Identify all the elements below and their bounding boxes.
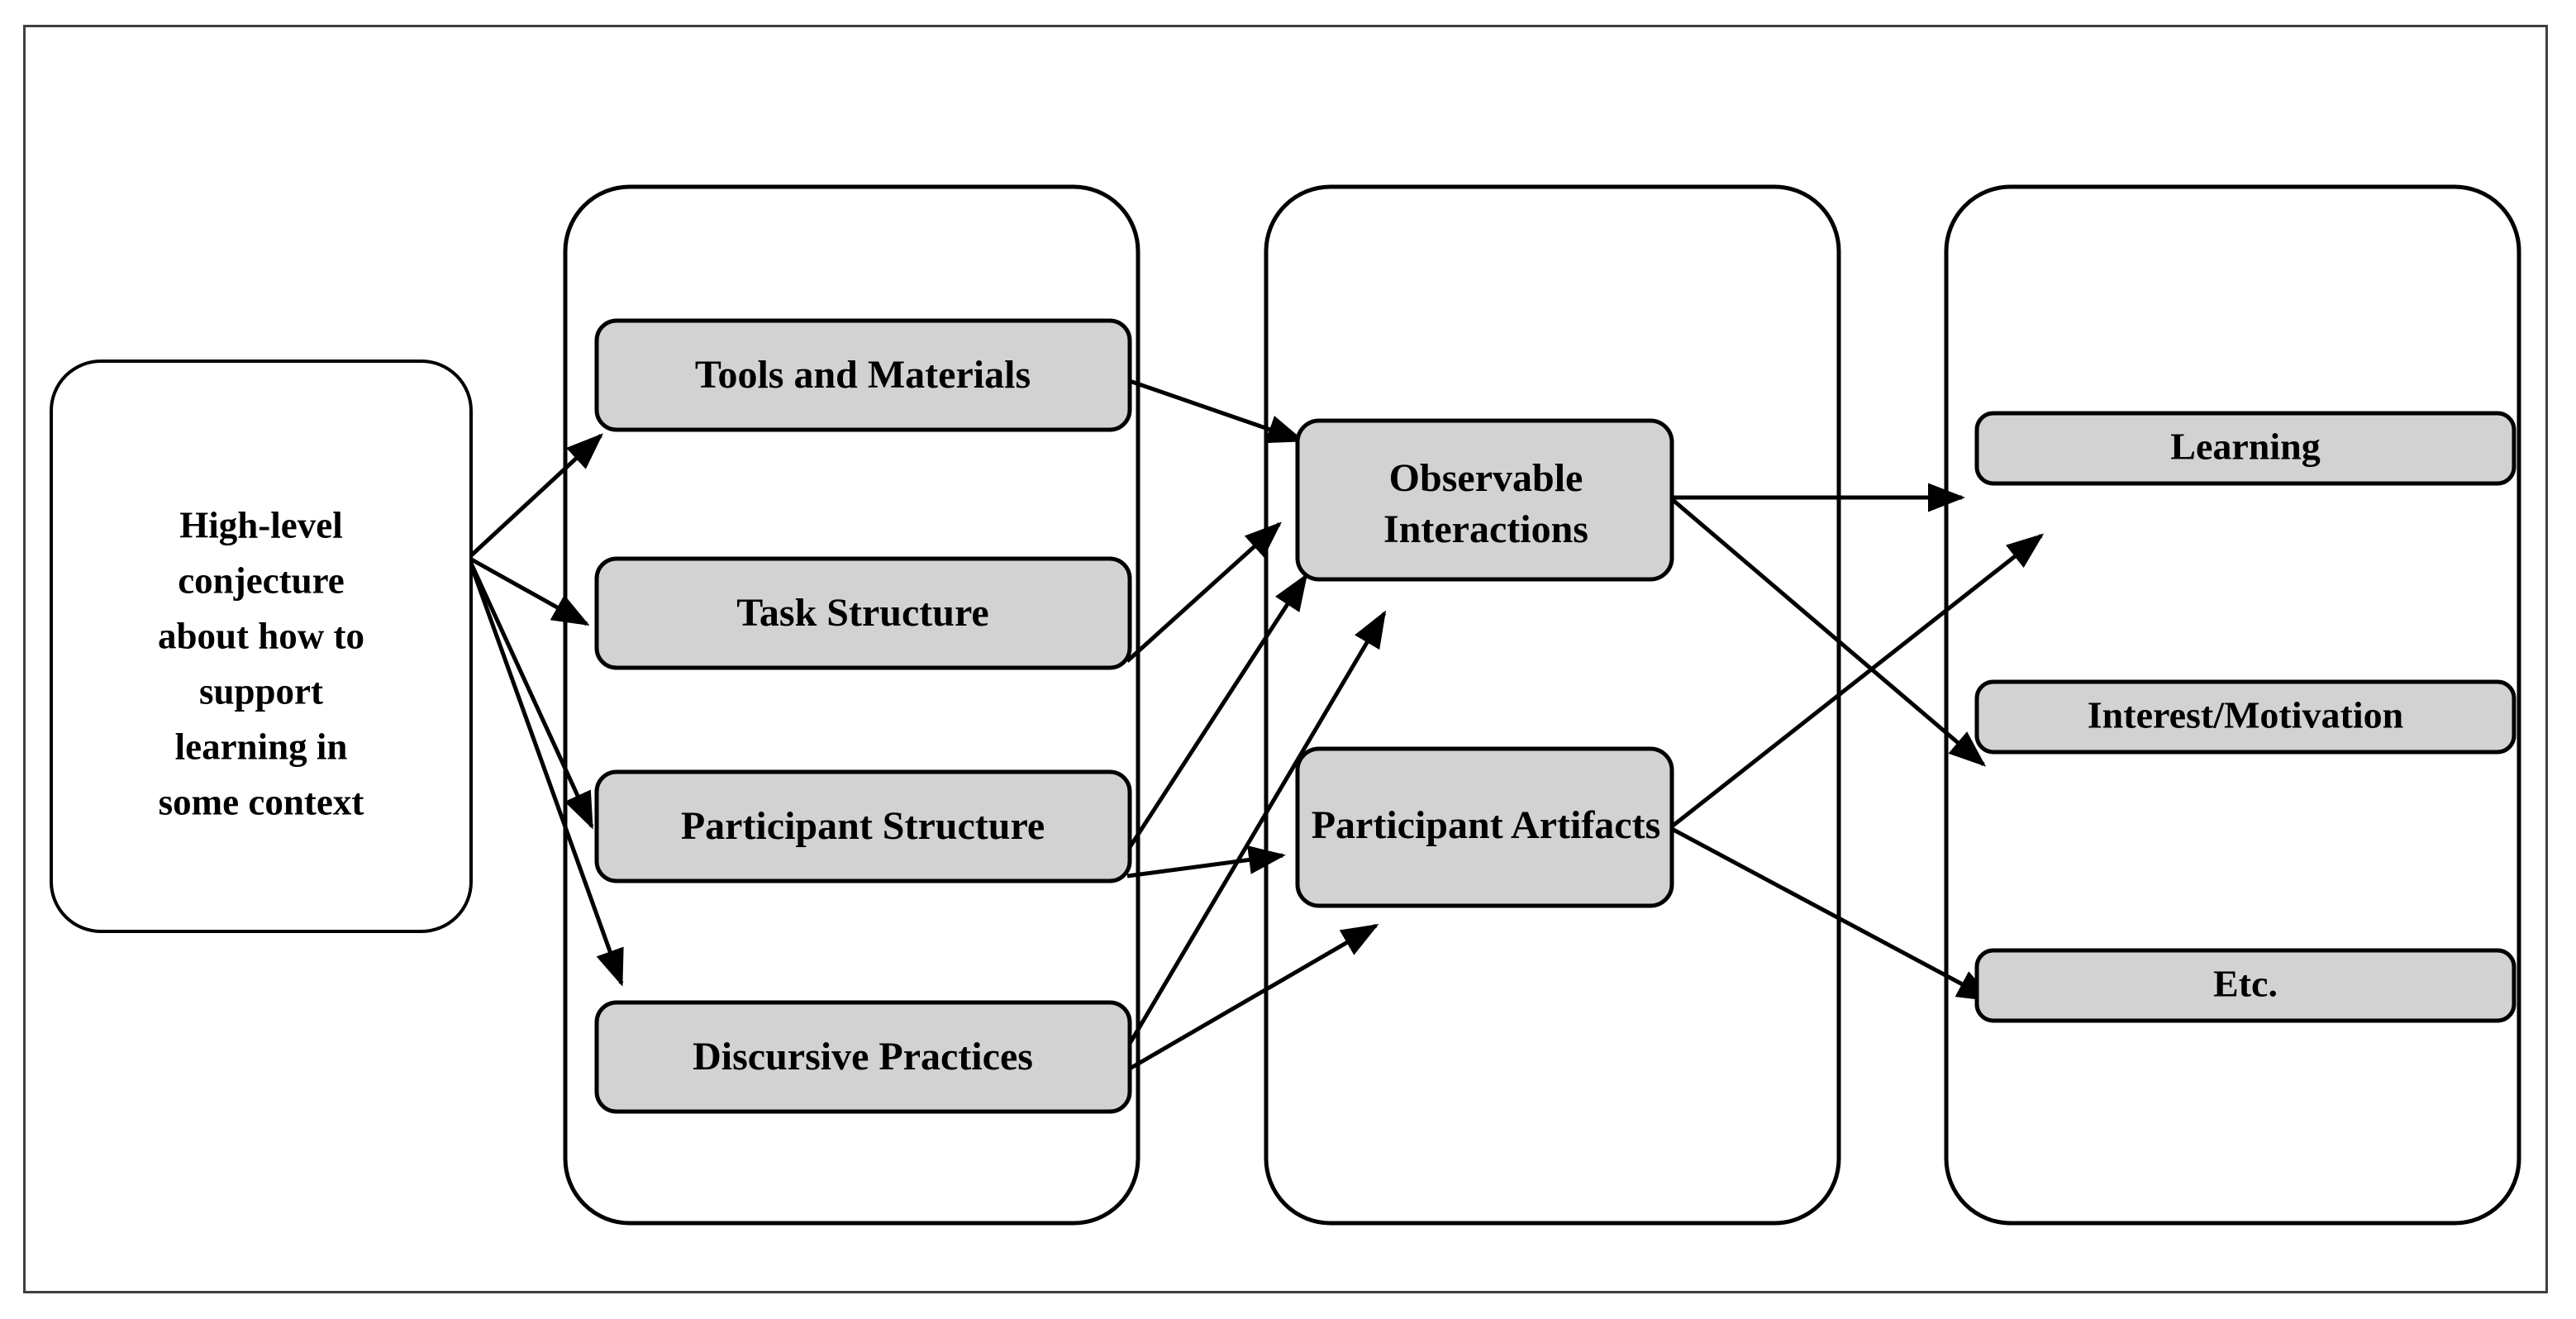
discursive-practices-box[interactable] bbox=[594, 1000, 1132, 1114]
high-level-conjecture-label: some context bbox=[159, 781, 364, 822]
edge-observable-interactions-to-interest-motivation bbox=[1670, 498, 1987, 767]
node-interest-motivation[interactable]: Interest/Motivation bbox=[1974, 679, 2516, 755]
node-learning[interactable]: Learning bbox=[1974, 411, 2516, 486]
node-observable-interactions[interactable]: Observable Interactions bbox=[1295, 418, 1674, 582]
learning-box[interactable] bbox=[1974, 411, 2516, 486]
participant-structure-label: Participant Structure bbox=[681, 804, 1045, 848]
node-etc[interactable]: Etc. bbox=[1974, 948, 2516, 1023]
figure-outer-frame bbox=[23, 25, 2548, 1293]
embodiment-group-container bbox=[563, 184, 1140, 1226]
node-task-structure[interactable]: Task Structure bbox=[594, 556, 1132, 670]
high-level-conjecture-label: learning in bbox=[175, 726, 348, 767]
high-level-conjecture-label: about how to bbox=[158, 615, 364, 656]
observable-interactions-label: Observable bbox=[1389, 456, 1583, 500]
node-discursive-practices[interactable]: Discursive Practices bbox=[594, 1000, 1132, 1114]
observable-interactions-label: Interactions bbox=[1383, 507, 1588, 551]
edge-participant-artifacts-to-etc bbox=[1670, 826, 1995, 1002]
high-level-conjecture-label: conjecture bbox=[178, 560, 345, 601]
node-tools-and-materials[interactable]: Tools and Materials bbox=[594, 318, 1132, 432]
participant-artifacts-box[interactable] bbox=[1295, 746, 1674, 908]
high-level-conjecture-label: support bbox=[199, 670, 323, 712]
edge-participant-artifacts-to-interest-motivation bbox=[1670, 533, 2045, 828]
edge-task-structure-to-observable-interactions bbox=[1126, 521, 1282, 663]
node-participant-artifacts[interactable]: Participant Artifacts bbox=[1295, 746, 1674, 908]
edge-tools-to-observable-interactions bbox=[1126, 378, 1305, 444]
edge-conjecture-to-tools bbox=[467, 433, 603, 560]
participant-structure-box[interactable] bbox=[594, 769, 1132, 883]
interest-motivation-box[interactable] bbox=[1974, 679, 2516, 755]
high-level-conjecture-box[interactable] bbox=[50, 360, 473, 933]
high-level-conjecture-label: High-level bbox=[179, 504, 342, 545]
task-structure-label: Task Structure bbox=[736, 591, 988, 635]
edge-participant-structure-to-participant-artifacts bbox=[1126, 845, 1286, 879]
edge-discursive-practices-to-participant-artifacts bbox=[1112, 923, 1379, 1080]
learning-label: Learning bbox=[2170, 426, 2320, 468]
edge-discursive-practices-to-observable-interactions bbox=[1109, 610, 1387, 1076]
participant-artifacts-label: Participant Artifacts bbox=[1312, 803, 1661, 847]
interest-motivation-label: Interest/Motivation bbox=[2088, 694, 2403, 736]
etc-box[interactable] bbox=[1974, 948, 2516, 1023]
tools-and-materials-label: Tools and Materials bbox=[695, 353, 1031, 397]
node-participant-structure[interactable]: Participant Structure bbox=[594, 769, 1132, 883]
etc-label: Etc. bbox=[2213, 963, 2278, 1005]
discursive-practices-label: Discursive Practices bbox=[693, 1035, 1033, 1079]
edge-participant-structure-to-observable-interactions bbox=[1111, 573, 1308, 874]
outcomes-group-container bbox=[1944, 184, 2521, 1226]
task-structure-box[interactable] bbox=[594, 556, 1132, 670]
edge-conjecture-to-task-structure bbox=[467, 555, 590, 626]
tools-and-materials-box[interactable] bbox=[594, 318, 1132, 432]
node-high-level-conjecture[interactable]: High-level conjecture about how to suppo… bbox=[50, 360, 473, 933]
edge-conjecture-to-participant-structure bbox=[466, 556, 594, 830]
edge-conjecture-to-discursive-practices bbox=[466, 557, 624, 987]
observable-interactions-box[interactable] bbox=[1295, 418, 1674, 582]
mediating-processes-group-container bbox=[1264, 184, 1841, 1226]
